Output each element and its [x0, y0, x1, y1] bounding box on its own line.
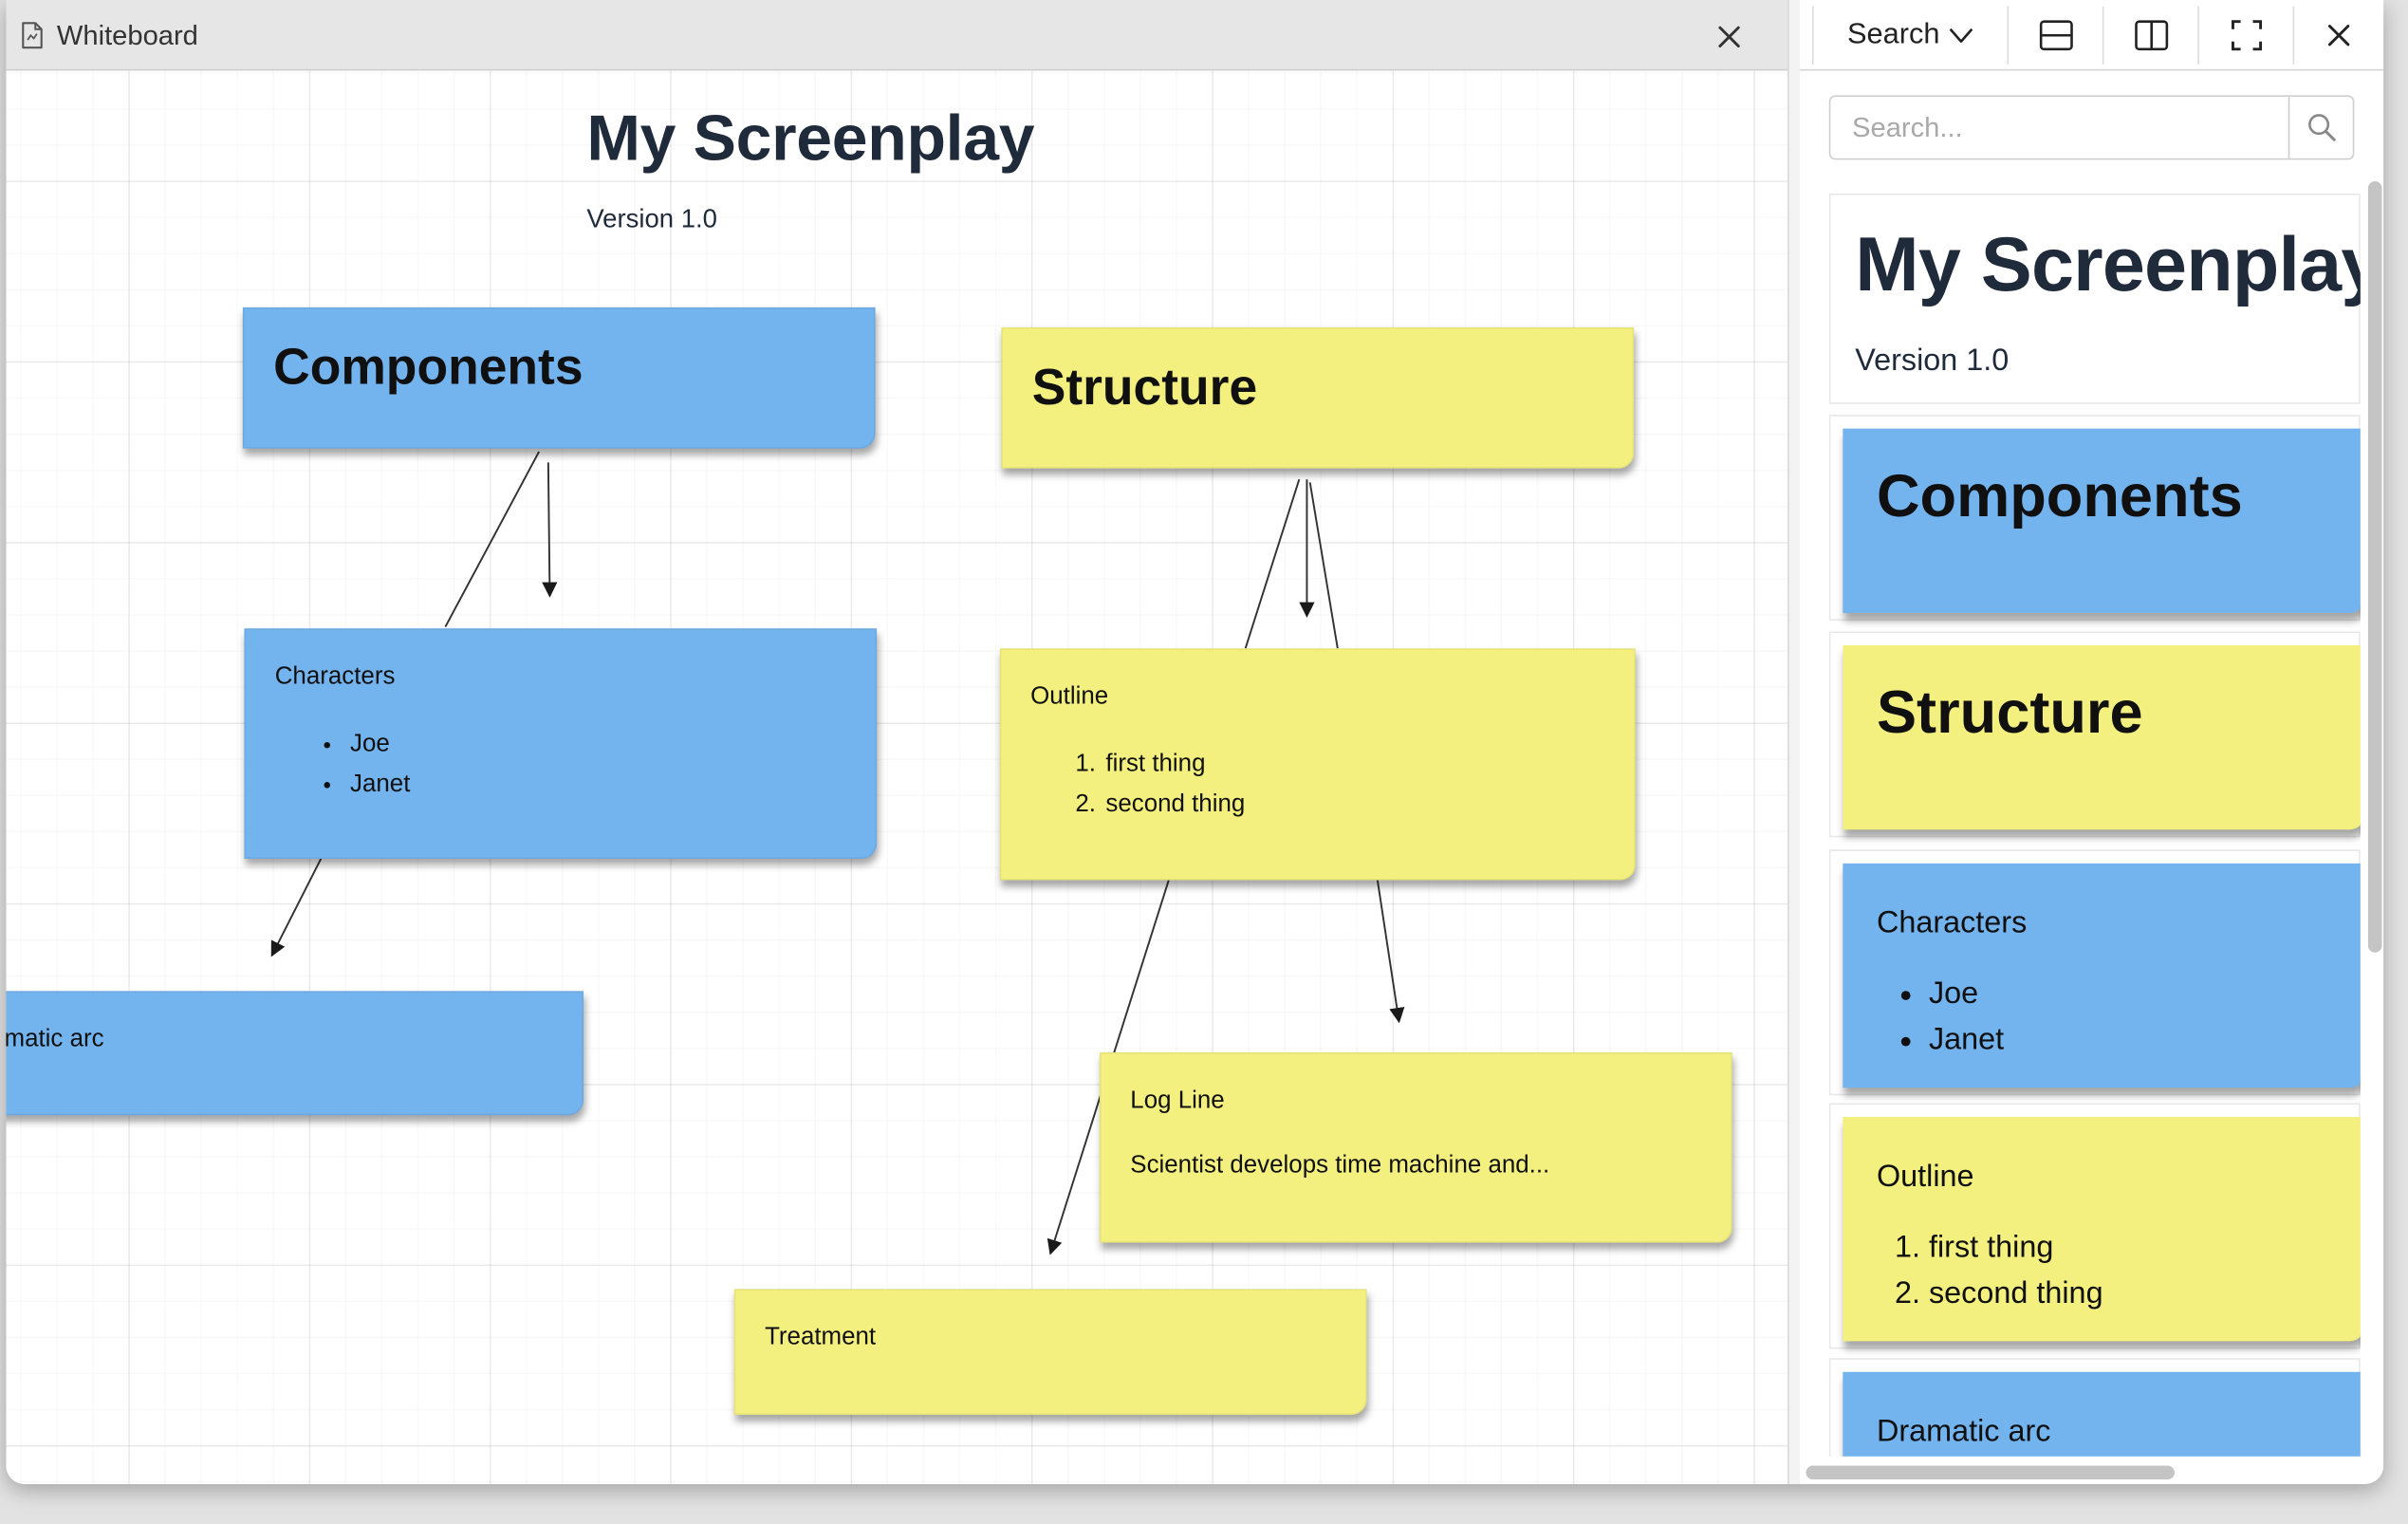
vertical-scrollbar[interactable]	[2365, 181, 2382, 1457]
list-item: Janet	[1929, 1017, 2004, 1064]
connector-characters-dramatic-arc	[270, 858, 323, 957]
result-card-characters[interactable]: Characters Joe Janet	[1828, 849, 2361, 1096]
close-sidebar-button[interactable]	[2294, 6, 2383, 65]
result-label: Characters	[1876, 906, 2028, 940]
version-text: Version 1.0	[586, 204, 717, 234]
search-dropdown-label: Search	[1847, 18, 1940, 51]
note-heading: Components	[273, 338, 583, 396]
result-list: Joe Janet	[1843, 971, 2004, 1063]
result-card-components[interactable]: Components	[1828, 415, 2361, 622]
note-treatment[interactable]: Treatment	[733, 1289, 1367, 1416]
search-input[interactable]	[1830, 96, 2288, 158]
split-vertical-icon	[2134, 20, 2168, 51]
whiteboard-panel: Whiteboard	[6, 0, 1788, 1484]
result-note: Components	[1843, 428, 2361, 613]
note-log-line[interactable]: Log Line Scientist develops time machine…	[1099, 1051, 1732, 1243]
list-item: Joe	[347, 725, 411, 765]
search-icon	[2307, 114, 2335, 141]
note-label: Log Line	[1130, 1087, 1225, 1114]
connector-outline-log-line	[1376, 880, 1405, 1024]
search-button[interactable]	[2288, 96, 2353, 158]
note-components[interactable]: Components	[242, 307, 876, 449]
result-heading: Structure	[1876, 680, 2143, 747]
fullscreen-button[interactable]	[2199, 6, 2295, 65]
close-icon	[2327, 25, 2350, 46]
app-window: Whiteboard	[6, 0, 2384, 1484]
result-note: Structure	[1843, 644, 2361, 830]
note-dramatic-arc[interactable]: Dramatic arc	[6, 991, 584, 1116]
result-card-dramatic-arc[interactable]: Dramatic arc	[1828, 1358, 2361, 1457]
result-note: Outline first thing second thing	[1843, 1116, 2361, 1342]
whiteboard-canvas[interactable]: My Screenplay Version 1.0 Components Str…	[6, 70, 1788, 1484]
whiteboard-tab-bar: Whiteboard	[6, 0, 1788, 71]
connector-components-arrow	[542, 462, 558, 598]
search-dropdown-button[interactable]: Search	[1811, 6, 2010, 65]
split-horizontal-icon	[2039, 20, 2073, 51]
close-icon[interactable]	[1713, 22, 1744, 52]
result-label: Dramatic arc	[1876, 1415, 2051, 1449]
list-item: first thing	[1102, 745, 1245, 785]
note-label: Treatment	[765, 1324, 877, 1351]
connector-structure-outline-right	[1308, 482, 1339, 649]
note-label: Characters	[274, 663, 396, 690]
sidebar-toolbar: Search	[1800, 0, 2384, 71]
note-body: Scientist develops time machine and...	[1130, 1152, 1550, 1179]
list-item: first thing	[1929, 1224, 2103, 1271]
split-horizontal-button[interactable]	[2009, 6, 2104, 65]
sidebar-panel: Search	[1800, 0, 2384, 1484]
page-title: My Screenplay	[586, 101, 1035, 174]
result-heading: Components	[1876, 463, 2243, 530]
note-outline[interactable]: Outline first thing second thing	[999, 648, 1636, 881]
chevron-down-icon	[1949, 28, 1973, 44]
result-label: Outline	[1876, 1160, 1974, 1194]
note-heading: Structure	[1031, 358, 1258, 416]
result-card-title[interactable]: My Screenplay Version 1.0	[1828, 193, 2361, 404]
result-list: first thing second thing	[1843, 1224, 2103, 1317]
list-item: second thing	[1929, 1271, 2103, 1317]
list-item: Janet	[347, 765, 410, 805]
split-vertical-button[interactable]	[2104, 6, 2199, 65]
connector-components-characters	[444, 451, 540, 627]
panel-resize-handle[interactable]	[1787, 0, 1801, 1484]
note-list: Joe Janet	[246, 725, 410, 805]
document-icon	[22, 22, 43, 49]
result-card-outline[interactable]: Outline first thing second thing	[1828, 1103, 2361, 1349]
list-item: Joe	[1929, 971, 2004, 1017]
note-list: first thing second thing	[1001, 745, 1245, 825]
vertical-scrollbar-thumb[interactable]	[2367, 181, 2382, 953]
connector-structure-outline-left	[1244, 478, 1301, 649]
result-note: Dramatic arc	[1843, 1371, 2361, 1457]
horizontal-scrollbar-thumb[interactable]	[1806, 1465, 2175, 1480]
search-results-list[interactable]: My Screenplay Version 1.0 Components Str…	[1828, 193, 2361, 1457]
list-item: second thing	[1102, 785, 1245, 825]
result-card-structure[interactable]: Structure	[1828, 631, 2361, 838]
result-version: Version 1.0	[1855, 344, 2010, 379]
result-note: Characters Joe Janet	[1843, 863, 2361, 1088]
note-structure[interactable]: Structure	[1001, 326, 1635, 469]
fullscreen-icon	[2231, 20, 2262, 51]
note-characters[interactable]: Characters Joe Janet	[244, 628, 878, 859]
search-box	[1828, 95, 2355, 160]
note-label: Outline	[1030, 683, 1109, 710]
whiteboard-tab-title[interactable]: Whiteboard	[56, 20, 198, 51]
result-title: My Screenplay	[1855, 221, 2361, 307]
note-label: Dramatic arc	[6, 1026, 104, 1052]
